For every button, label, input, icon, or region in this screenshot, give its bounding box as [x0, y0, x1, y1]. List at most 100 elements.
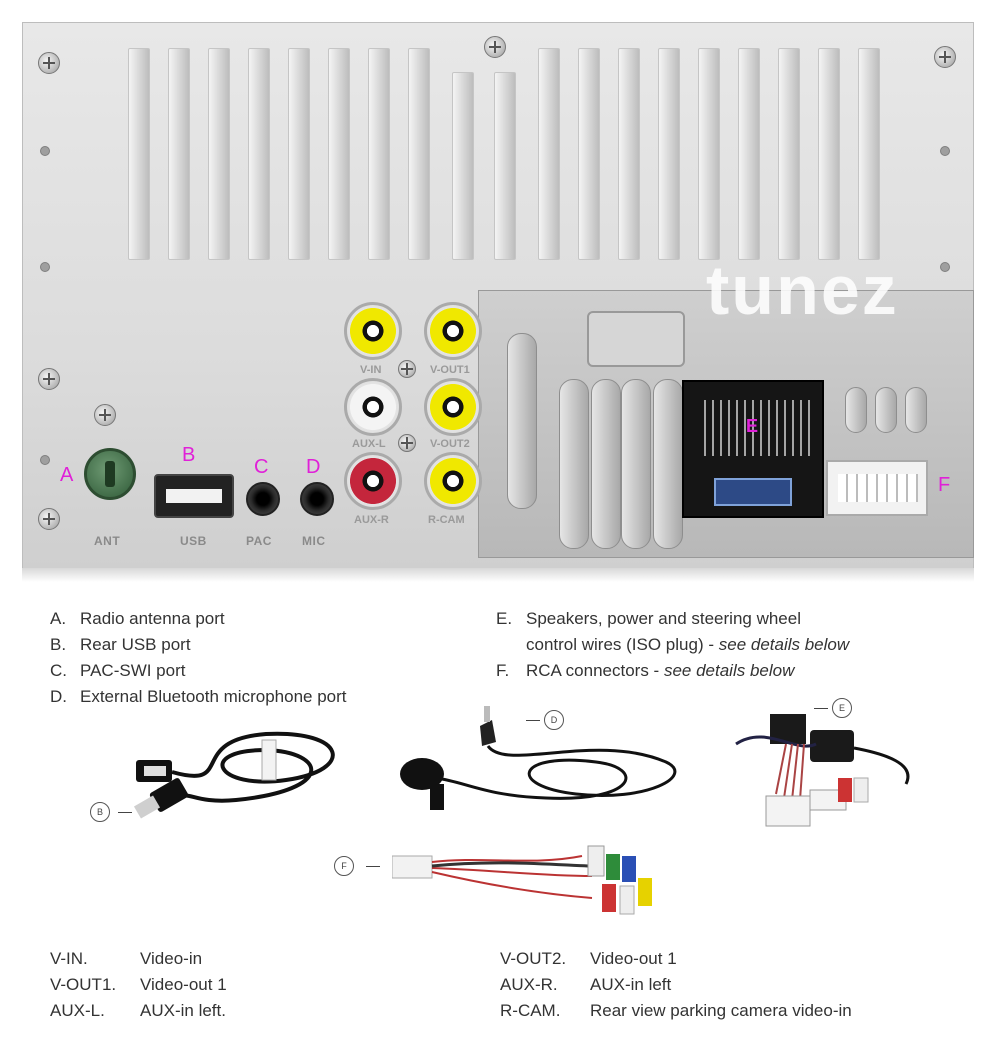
abbreviation-item: AUX-R.AUX-in left — [500, 975, 672, 994]
bracket-rib — [507, 333, 537, 509]
vent-slot — [698, 48, 720, 260]
vent-slot — [658, 48, 680, 260]
mount-hole-icon — [40, 455, 50, 465]
callout-line — [366, 866, 380, 867]
rca-jack-v-in[interactable] — [344, 302, 402, 360]
mount-hole-icon — [940, 146, 950, 156]
legend-item: E.Speakers, power and steering wheel — [496, 609, 801, 628]
vent-slot — [248, 48, 270, 260]
callout-line — [526, 720, 540, 721]
port-legend-right: E.Speakers, power and steering wheel con… — [496, 606, 849, 684]
vent-slot — [618, 48, 640, 260]
rca-label-v-in: V-IN — [360, 364, 382, 376]
abbreviation-item: AUX-L.AUX-in left. — [50, 1001, 226, 1020]
abbreviation-item: V-OUT1.Video-out 1 — [50, 975, 227, 994]
port-letter-a: A — [60, 464, 74, 486]
vent-slot — [494, 72, 516, 260]
callout-line — [118, 812, 132, 813]
usb-cable-image — [133, 731, 335, 819]
port-label-usb: USB — [180, 534, 207, 548]
screw-icon — [398, 434, 416, 452]
port-legend-left: A.Radio antenna port B.Rear USB port C.P… — [50, 606, 347, 710]
rca-jack-v-out1[interactable] — [424, 302, 482, 360]
vent-slot — [368, 48, 390, 260]
iso-pins — [698, 400, 812, 456]
screw-icon — [934, 46, 956, 68]
callout-line — [814, 708, 828, 709]
vent-slot — [408, 48, 430, 260]
port-label-pac: PAC — [246, 534, 272, 548]
vent-slot — [128, 48, 150, 260]
vent-slot — [168, 48, 190, 260]
callout-e: E — [832, 698, 852, 718]
legend-item: control wires (ISO plug) - see details b… — [526, 635, 850, 654]
port-letter-b: B — [182, 444, 196, 466]
rca-jack-r-cam[interactable] — [424, 452, 482, 510]
mount-hole-icon — [40, 146, 50, 156]
screw-icon — [484, 36, 506, 58]
vent-slot — [328, 48, 350, 260]
vent-slot — [858, 48, 880, 260]
vent-slot — [578, 48, 600, 260]
legend-item: B.Rear USB port — [50, 635, 191, 654]
mic-port[interactable] — [300, 482, 334, 516]
iso-plug-port[interactable]: E — [682, 380, 824, 518]
iso-harness-image — [735, 714, 910, 827]
fuse-icon — [714, 478, 792, 506]
abbreviation-item: V-IN.Video-in — [50, 949, 203, 968]
rca-label-v-out1: V-OUT1 — [430, 364, 470, 376]
rca-label-v-out2: V-OUT2 — [430, 438, 470, 450]
abbreviation-list-right: V-OUT2.Video-out 1 AUX-R.AUX-in left R-C… — [500, 946, 852, 1024]
callout-f: F — [334, 856, 354, 876]
port-label-ant: ANT — [94, 534, 121, 548]
rca-label-r-cam: R-CAM — [428, 514, 465, 526]
port-letter-d: D — [306, 456, 321, 478]
legend-item: C.PAC-SWI port — [50, 661, 186, 680]
port-letter-e: E — [746, 416, 759, 436]
rca-harness-image — [392, 845, 652, 915]
pac-port[interactable] — [246, 482, 280, 516]
legend-item: D.External Bluetooth microphone port — [50, 687, 347, 706]
rca-label-aux-l: AUX-L — [352, 438, 386, 450]
vent-slot — [208, 48, 230, 260]
callout-b: B — [90, 802, 110, 822]
screw-icon — [38, 508, 60, 530]
vent-slot — [288, 48, 310, 260]
rca-jack-aux-r[interactable] — [344, 452, 402, 510]
port-letter-f: F — [938, 474, 951, 496]
antenna-port[interactable] — [84, 448, 136, 500]
bracket-rib — [905, 387, 927, 433]
panel-shadow — [22, 568, 974, 582]
screw-icon — [398, 360, 416, 378]
abbreviation-list-left: V-IN.Video-in V-OUT1.Video-out 1 AUX-L.A… — [50, 946, 227, 1024]
screw-icon — [38, 368, 60, 390]
mount-hole-icon — [40, 262, 50, 272]
rca-jack-v-out2[interactable] — [424, 378, 482, 436]
rca-jack-aux-l[interactable] — [344, 378, 402, 436]
bracket-rib — [653, 379, 683, 549]
rca-connector-port[interactable] — [826, 460, 928, 516]
legend-item: F.RCA connectors - see details below — [496, 661, 795, 680]
vent-slot — [452, 72, 474, 260]
abbreviation-item: V-OUT2.Video-out 1 — [500, 949, 677, 968]
bracket-rib — [621, 379, 651, 549]
bracket-emboss-icon — [587, 311, 685, 367]
vent-slot — [778, 48, 800, 260]
vent-slot — [738, 48, 760, 260]
vent-slot — [538, 48, 560, 260]
vent-slot — [818, 48, 840, 260]
bracket-rib — [559, 379, 589, 549]
legend-item: A.Radio antenna port — [50, 609, 225, 628]
bracket-rib — [875, 387, 897, 433]
bracket-rib — [845, 387, 867, 433]
microphone-cable-image — [400, 706, 677, 810]
screw-icon — [94, 404, 116, 426]
port-letter-c: C — [254, 456, 269, 478]
callout-d: D — [544, 710, 564, 730]
brand-logo: tunez — [706, 251, 899, 329]
rca-label-aux-r: AUX-R — [354, 514, 389, 526]
port-label-mic: MIC — [302, 534, 326, 548]
abbreviation-item: R-CAM.Rear view parking camera video-in — [500, 1001, 852, 1020]
mount-hole-icon — [940, 262, 950, 272]
usb-port[interactable] — [154, 474, 234, 518]
